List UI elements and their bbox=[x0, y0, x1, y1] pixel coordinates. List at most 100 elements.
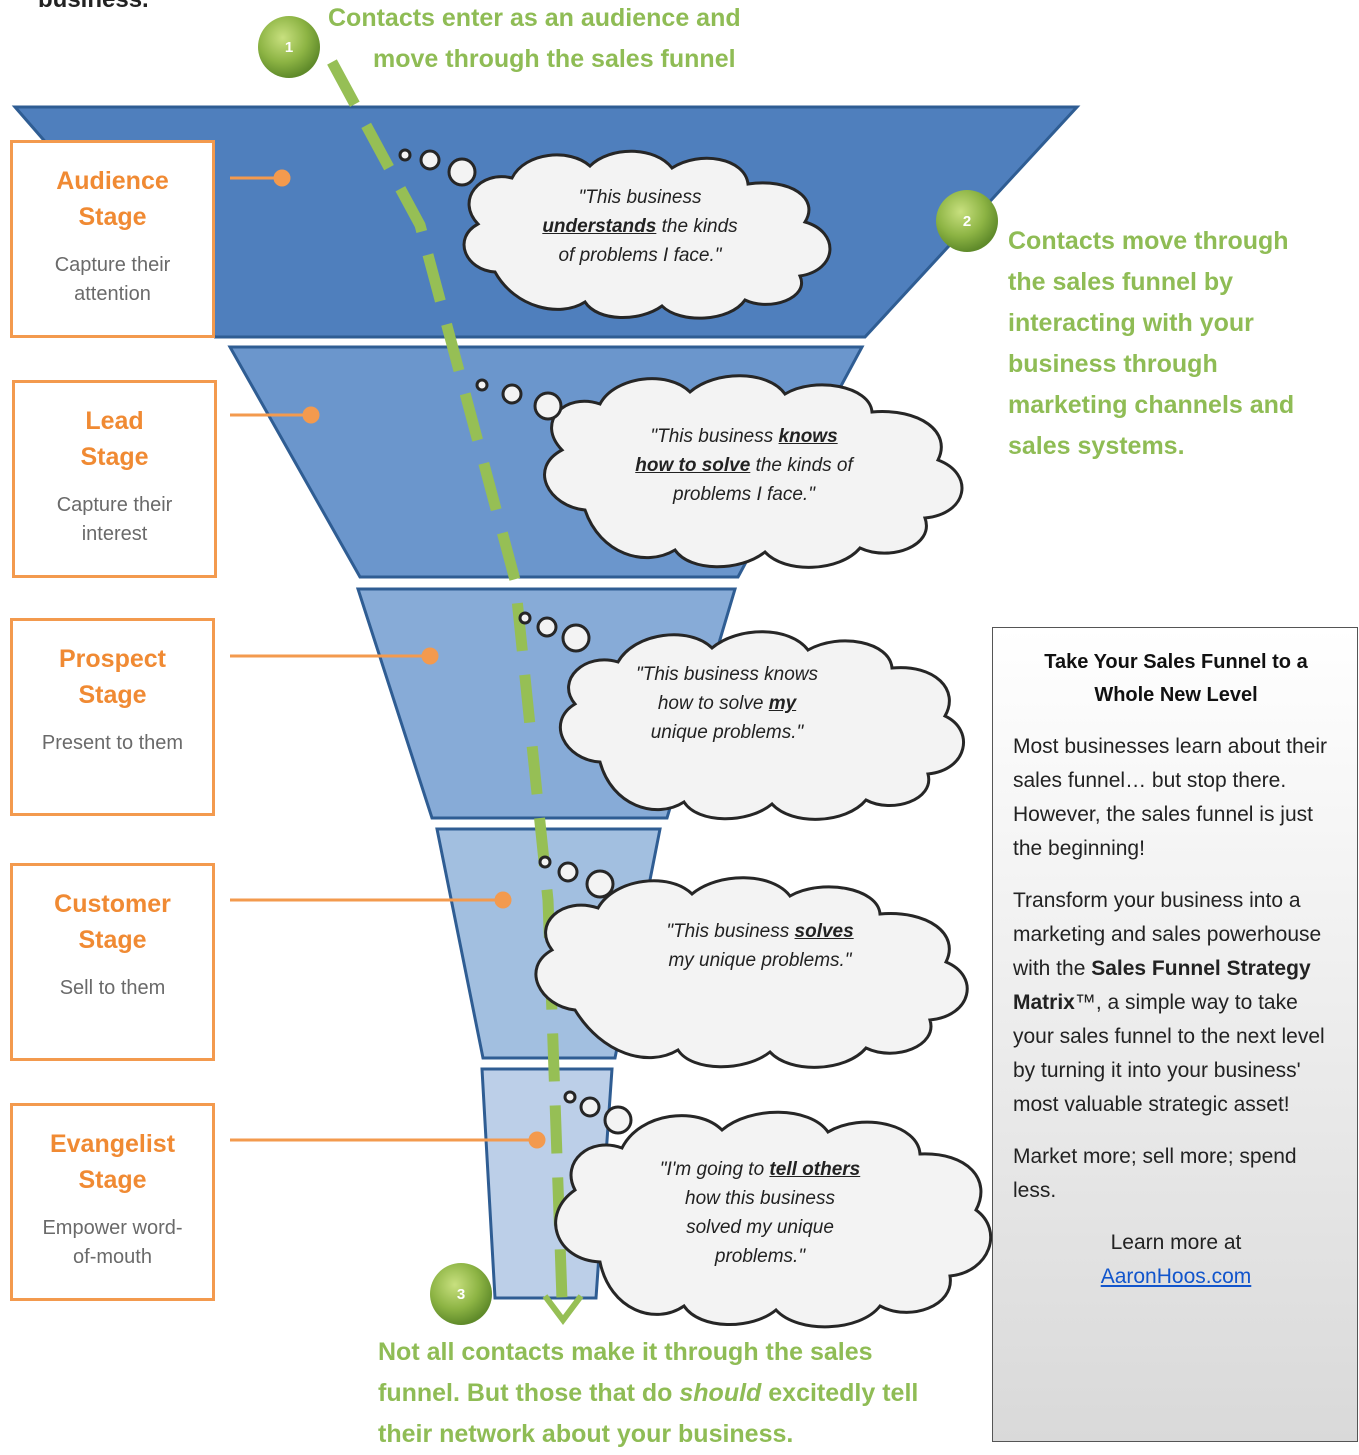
thought-line: "This business knows bbox=[635, 664, 819, 685]
thought-cloud-5 bbox=[554, 1110, 993, 1329]
thought-cloud-2 bbox=[543, 374, 964, 569]
stage-desc-line: of-mouth bbox=[73, 1246, 152, 1268]
product-name: Sales Funnel Strategy Matrix bbox=[1013, 957, 1311, 1014]
thought-line: "This business bbox=[578, 187, 702, 208]
thought-cloud-3 bbox=[558, 630, 965, 821]
thought-line: "This business knows bbox=[594, 422, 894, 451]
stage-desc-line: interest bbox=[81, 523, 148, 545]
callout-2-text: Contacts move through the sales funnel b… bbox=[1008, 221, 1294, 467]
callout-3-segment: funnel. But those that do bbox=[378, 1379, 673, 1407]
sidebar-segment: Transform your business into a marketing… bbox=[1013, 889, 1322, 980]
thought-line: unique problems." bbox=[650, 722, 804, 743]
thought-line: problems." bbox=[714, 1246, 806, 1267]
callout-3-line: Not all contacts make it through the sal… bbox=[378, 1338, 873, 1366]
svg-text:1: 1 bbox=[285, 39, 293, 56]
thought-line: of problems I face." bbox=[558, 245, 722, 266]
thought-line: understands the kinds bbox=[500, 212, 780, 241]
stage-name-line: Lead bbox=[85, 407, 144, 435]
callout-1-line-2: move through the sales funnel bbox=[373, 45, 736, 73]
stage-desc-line: Capture their bbox=[54, 254, 171, 276]
stage-desc-line: Sell to them bbox=[59, 977, 166, 999]
thought-emphasis: tell others bbox=[769, 1159, 861, 1180]
number-badge-3: 3 bbox=[430, 1263, 492, 1325]
thought-line: my unique problems." bbox=[668, 950, 852, 971]
thought-emphasis: understands bbox=[542, 216, 657, 237]
sidebar-learn-more: Learn more at AaronHoos.com bbox=[1013, 1226, 1339, 1294]
callout-3-line: funnel. But those that do should excited… bbox=[378, 1373, 918, 1414]
stage-name-line: Stage bbox=[80, 443, 149, 471]
thought-segment: "This business bbox=[666, 921, 795, 942]
thought-line: how to solve the kinds of bbox=[594, 451, 894, 480]
callout-2-line: Contacts move through bbox=[1008, 227, 1289, 255]
stage-name-line: Audience bbox=[56, 167, 169, 195]
thought-line: "This business solves bbox=[625, 917, 895, 946]
stage-desc-line: Empower word- bbox=[42, 1217, 183, 1239]
thought-text-3: "This business knows how to solve my uni… bbox=[592, 660, 862, 747]
svg-text:2: 2 bbox=[963, 213, 971, 230]
callout-3-segment: excitedly tell bbox=[768, 1379, 919, 1407]
stage-description: Empower word-of-mouth bbox=[13, 1214, 212, 1272]
callout-2-line: the sales funnel by bbox=[1008, 268, 1234, 296]
sidebar-paragraph-1: Most businesses learn about their sales … bbox=[1013, 735, 1328, 860]
thought-line: how this business bbox=[685, 1188, 835, 1209]
thought-cloud-1 bbox=[462, 149, 832, 320]
svg-text:3: 3 bbox=[457, 1286, 465, 1303]
stage-name-line: Stage bbox=[78, 681, 147, 709]
stage-name-line: Stage bbox=[78, 926, 147, 954]
stage-description: Capture their interest bbox=[15, 491, 214, 549]
sidebar-title: Take Your Sales Funnel to a Whole New Le… bbox=[1044, 651, 1308, 706]
thought-segment: "This business bbox=[650, 426, 779, 447]
thought-emphasis: solves bbox=[794, 921, 854, 942]
stage-name-line: Prospect bbox=[59, 645, 166, 673]
heading-fragment: business. bbox=[38, 0, 149, 14]
website-link[interactable]: AaronHoos.com bbox=[1100, 1265, 1252, 1288]
stage-description: Capture their attention bbox=[13, 251, 212, 309]
thought-segment: how to solve bbox=[657, 693, 769, 714]
callout-3-line: their network about your business. bbox=[378, 1420, 794, 1448]
callout-2-line: business through bbox=[1008, 350, 1218, 378]
stage-name-line: Stage bbox=[78, 1166, 147, 1194]
stage-name-line: Stage bbox=[78, 203, 147, 231]
callout-3-text: Not all contacts make it through the sal… bbox=[378, 1332, 918, 1455]
thought-text-1: "This business understands the kinds of … bbox=[500, 183, 780, 270]
callout-2-line: sales systems. bbox=[1008, 432, 1185, 460]
stage-description: Present to them bbox=[13, 729, 212, 758]
learn-more-label: Learn more at bbox=[1110, 1231, 1242, 1254]
stage-desc-line: attention bbox=[74, 283, 151, 305]
thought-line: solved my unique bbox=[686, 1217, 834, 1238]
thought-text-2: "This business knows how to solve the ki… bbox=[594, 422, 894, 509]
stage-name-line: Evangelist bbox=[49, 1130, 176, 1158]
stage-description: Sell to them bbox=[13, 974, 212, 1003]
thought-text-4: "This business solves my unique problems… bbox=[625, 917, 895, 975]
callout-2-line: marketing channels and bbox=[1008, 391, 1295, 419]
thought-text-5: "I'm going to tell others how this busin… bbox=[625, 1155, 895, 1271]
thought-line: problems I face." bbox=[673, 484, 815, 505]
thought-emphasis: my bbox=[768, 693, 797, 714]
stage-name-line: Customer bbox=[54, 890, 171, 918]
thought-segment: the kinds of bbox=[750, 455, 853, 476]
thought-line: "I'm going to tell others bbox=[625, 1155, 895, 1184]
number-badge-1: 1 bbox=[258, 16, 320, 78]
stage-desc-line: Capture their bbox=[56, 494, 173, 516]
sidebar-paragraph-3: Market more; sell more; spend less. bbox=[1013, 1145, 1297, 1202]
thought-emphasis: knows bbox=[778, 426, 838, 447]
sidebar-segment: ™, a simple way to take your sales funne… bbox=[1013, 991, 1325, 1116]
sidebar-paragraph-2: Transform your business into a marketing… bbox=[1013, 884, 1339, 1122]
callout-1-text: Contacts enter as an audience and move t… bbox=[328, 0, 741, 80]
thought-segment: the kinds bbox=[656, 216, 738, 237]
thought-segment: "I'm going to bbox=[659, 1159, 770, 1180]
thought-emphasis: how to solve bbox=[635, 455, 751, 476]
callout-2-line: interacting with your bbox=[1008, 309, 1254, 337]
callout-1-line-1: Contacts enter as an audience and bbox=[328, 4, 741, 32]
stage-desc-line: Present to them bbox=[41, 732, 184, 754]
thought-line: how to solve my bbox=[592, 689, 862, 718]
